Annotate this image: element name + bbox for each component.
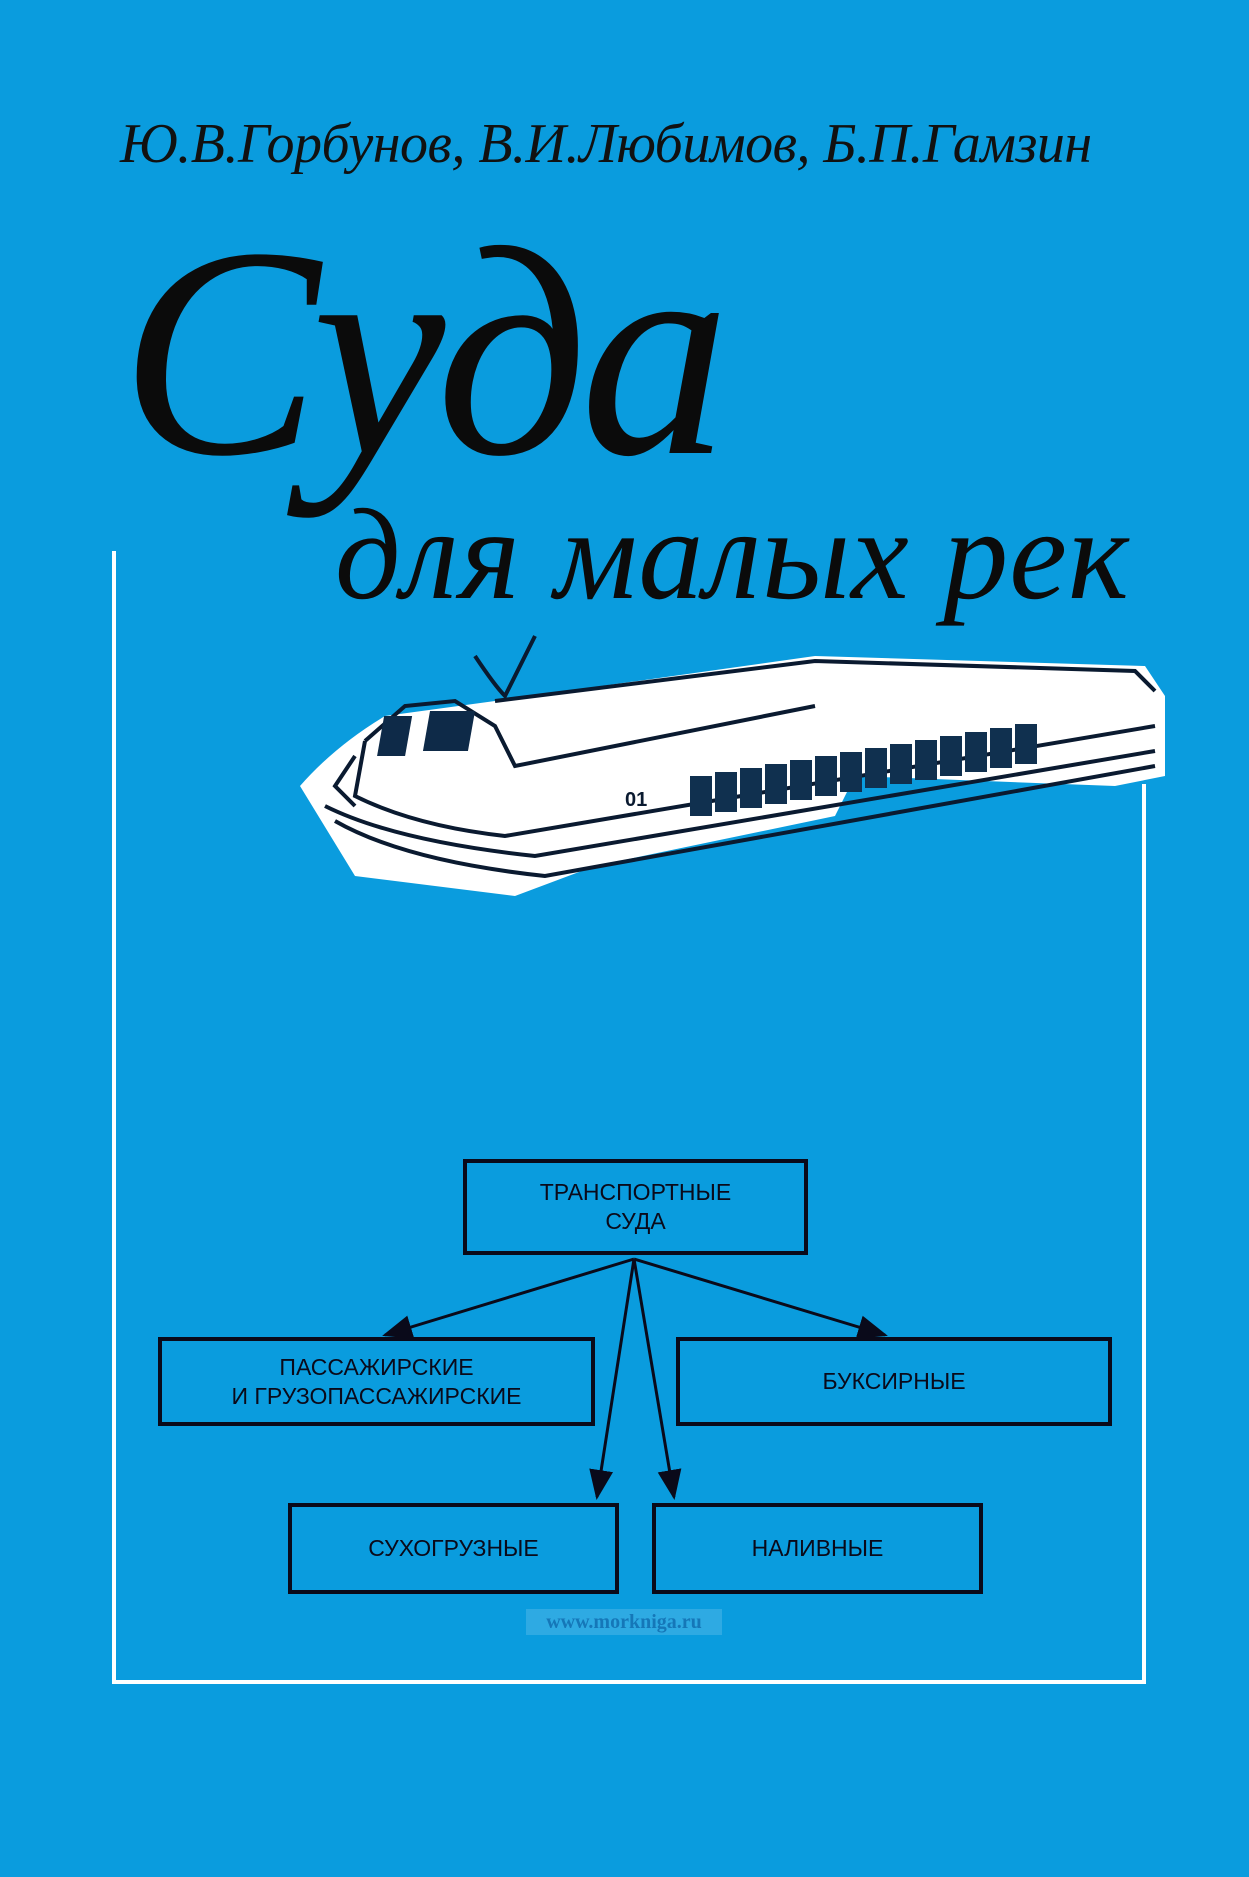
box-label: ТРАНСПОРТНЫЕ [539, 1179, 732, 1206]
box-label: И ГРУЗОПАССАЖИРСКИЕ [231, 1382, 522, 1409]
frame-right [1142, 784, 1146, 1684]
arrow-dry-cargo [589, 1258, 636, 1500]
box-label: НАЛИВНЫЕ [751, 1535, 884, 1562]
arrow-tanker [632, 1258, 682, 1500]
box-towing: БУКСИРНЫЕ [676, 1337, 1112, 1426]
box-label: СУДА [605, 1208, 666, 1234]
box-dry-cargo: СУХОГРУЗНЫЕ [288, 1503, 619, 1594]
title-main: Суда [120, 186, 730, 518]
boat-windows [690, 724, 1037, 816]
arrow-passenger [382, 1257, 635, 1339]
boat-illustration: 01 [300, 635, 1165, 896]
box-label: БУКСИРНЫЕ [822, 1368, 966, 1395]
arrow-towing [633, 1257, 888, 1339]
title-subtitle: для малых рек [335, 483, 1130, 627]
watermark: www.morkniga.ru [526, 1609, 722, 1635]
box-label: ПАССАЖИРСКИЕ [279, 1353, 474, 1380]
authors: Ю.В.Горбунов, В.И.Любимов, Б.П.Гамзин [120, 113, 1092, 175]
box-tanker: НАЛИВНЫЕ [652, 1503, 983, 1594]
frame-bottom [112, 1680, 1146, 1684]
frame-left [112, 551, 116, 1684]
boat-number: 01 [625, 789, 647, 811]
box-label: СУХОГРУЗНЫЕ [368, 1535, 539, 1562]
